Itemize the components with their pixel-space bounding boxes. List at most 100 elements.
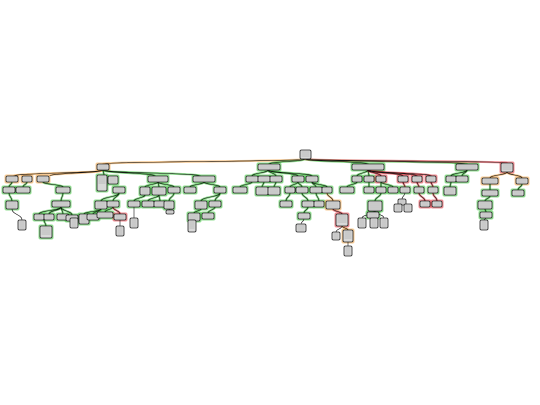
tree-node xyxy=(2,186,16,194)
tree-node xyxy=(309,186,323,194)
tree-node xyxy=(141,200,155,208)
tree-node xyxy=(301,200,315,208)
tree-node xyxy=(431,200,443,208)
tree-edge xyxy=(8,181,13,188)
tree-nodes xyxy=(2,149,529,257)
tree-node xyxy=(399,186,411,194)
tree-edge xyxy=(285,192,291,202)
tree-edge xyxy=(517,183,523,191)
tree-edge xyxy=(461,169,468,177)
tree-edge xyxy=(367,169,432,177)
tree-node xyxy=(112,186,126,194)
tree-node xyxy=(147,175,169,183)
tree-node xyxy=(321,186,333,194)
tree-node xyxy=(363,186,375,194)
tree-edge xyxy=(102,169,201,177)
tree-edge xyxy=(200,192,221,202)
tree-node xyxy=(183,186,197,194)
tree-edge xyxy=(239,181,253,188)
tree-node xyxy=(375,175,387,183)
tree-node xyxy=(411,175,423,183)
tree-edge xyxy=(297,181,303,188)
tree-node xyxy=(257,163,281,171)
tree-edge xyxy=(346,181,358,188)
tree-node xyxy=(397,175,409,183)
tree-edge xyxy=(214,192,221,202)
tree-node xyxy=(425,175,437,183)
tree-node xyxy=(500,162,514,173)
tree-edge xyxy=(11,208,23,221)
tree-edge xyxy=(356,169,369,177)
tree-edge xyxy=(92,208,102,215)
tree-edge xyxy=(402,181,406,188)
tree-node xyxy=(313,200,325,208)
tree-node xyxy=(106,200,120,208)
tree-node xyxy=(5,175,19,183)
tree-edge xyxy=(189,181,205,188)
tree-node xyxy=(343,245,353,257)
tree-node xyxy=(96,211,114,219)
tree-edge xyxy=(193,208,202,214)
tree-edge xyxy=(133,194,146,202)
tree-edge xyxy=(102,158,306,165)
tree-node xyxy=(339,186,355,194)
tree-node xyxy=(208,200,222,208)
tree-node xyxy=(419,200,431,208)
tree-edge xyxy=(304,158,369,165)
tree-edge xyxy=(60,192,64,202)
tree-node xyxy=(375,186,387,194)
tree-node xyxy=(192,175,216,183)
tree-node xyxy=(445,175,457,183)
tree-edge xyxy=(102,169,105,176)
tree-node xyxy=(51,200,71,208)
tree-node xyxy=(17,219,27,231)
tree-node xyxy=(245,175,259,183)
tree-edge xyxy=(112,192,120,202)
tree-node xyxy=(357,217,367,229)
tree-node xyxy=(201,212,215,220)
tree-node xyxy=(269,175,283,183)
tree-edge xyxy=(484,195,491,202)
tree-node xyxy=(479,211,493,219)
tree-node xyxy=(479,219,489,231)
tree-node xyxy=(369,217,379,229)
tree-edge xyxy=(261,181,265,188)
tree-edge xyxy=(22,181,28,188)
tree-node xyxy=(481,189,499,197)
tree-node xyxy=(481,177,499,185)
tree-edge xyxy=(315,192,320,202)
tree-edge xyxy=(303,206,309,214)
tree-node xyxy=(43,213,55,221)
tree-node xyxy=(297,212,311,220)
tree-edge xyxy=(506,171,523,179)
tree-node xyxy=(96,163,110,171)
tree-edge xyxy=(49,169,104,177)
tree-node xyxy=(367,200,383,212)
tree-edge xyxy=(267,169,313,177)
tree-node xyxy=(115,225,125,237)
tree-edge xyxy=(168,192,175,202)
tree-edge xyxy=(104,206,114,213)
tree-node xyxy=(387,186,399,194)
tree-node xyxy=(279,200,293,208)
tree-node xyxy=(36,175,50,183)
tree-edge xyxy=(401,192,406,200)
tree-edge xyxy=(268,158,306,165)
tree-node xyxy=(129,217,139,229)
tree-edge xyxy=(144,181,159,188)
tree-node xyxy=(33,213,45,221)
tree-edge xyxy=(100,192,120,202)
tree-node xyxy=(455,175,469,183)
tree-edge xyxy=(42,181,64,188)
tree-edge xyxy=(430,181,434,188)
tree-edge xyxy=(48,206,62,215)
tree-edge xyxy=(301,192,309,202)
tree-edge xyxy=(450,169,468,177)
tree-node xyxy=(511,189,525,197)
tree-edge xyxy=(489,171,508,179)
tree-edge xyxy=(147,194,160,202)
tree-edge xyxy=(43,219,47,227)
tree-node xyxy=(351,163,385,171)
tree-edge xyxy=(203,181,221,188)
